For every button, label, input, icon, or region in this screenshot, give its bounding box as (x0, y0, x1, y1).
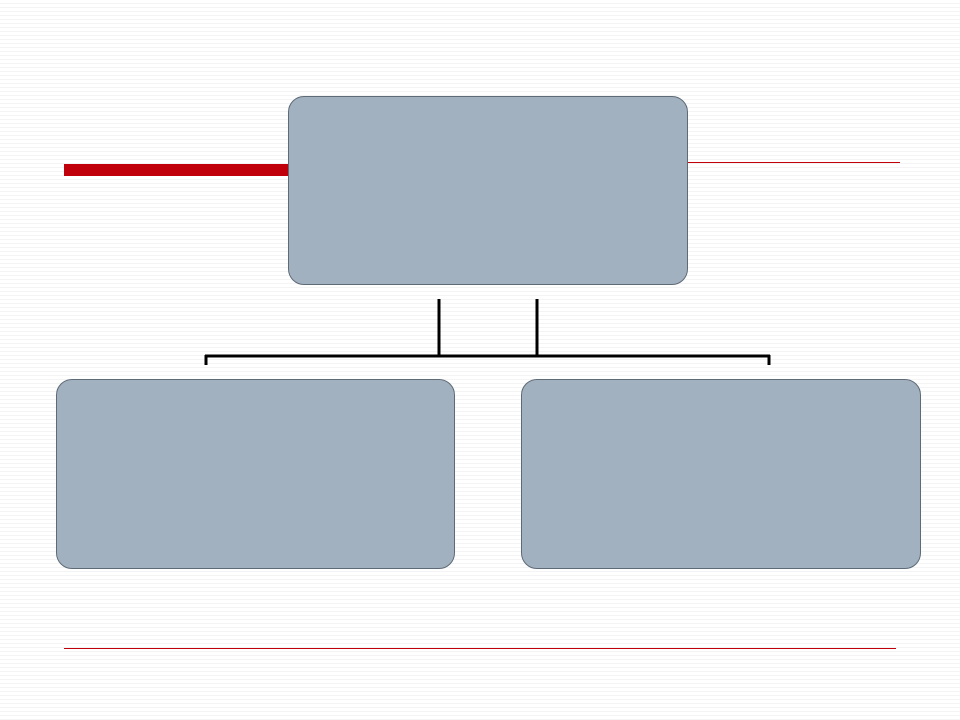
title-accent-bar (64, 164, 290, 176)
org-chart-right-box (521, 379, 921, 569)
footer-divider-line (64, 648, 896, 649)
org-chart-left-box (56, 379, 455, 569)
title-accent-line (686, 162, 900, 163)
org-chart-top-box (288, 96, 688, 285)
